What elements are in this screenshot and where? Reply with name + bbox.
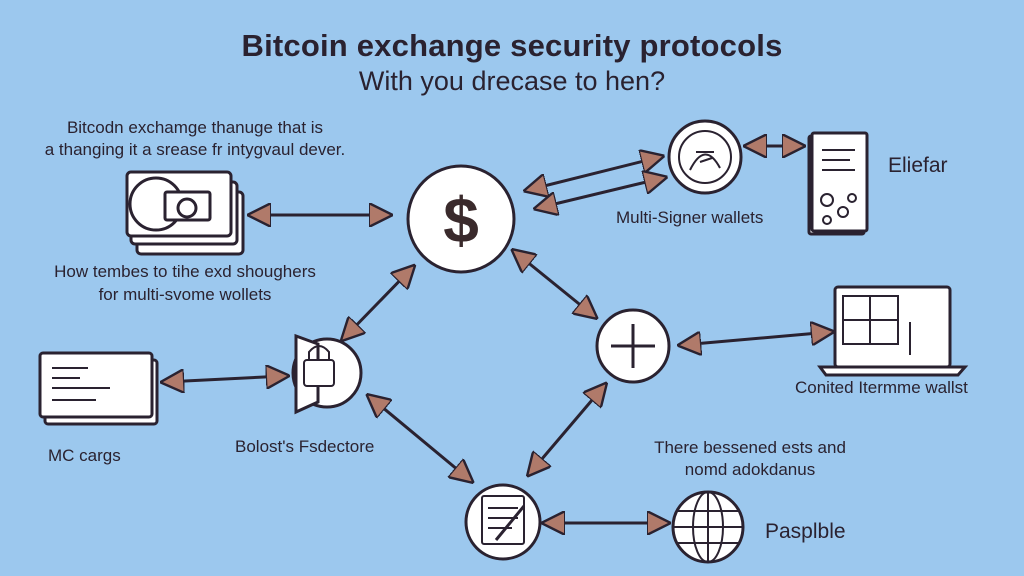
arrow-center-to-seal-2: [538, 178, 663, 208]
label-mc-cargs: MC cargs: [48, 446, 121, 465]
label-conited: Conited Itermme wallst: [795, 378, 968, 397]
arrow-card-to-lock: [165, 376, 285, 382]
arrow-center-to-seal-1: [528, 157, 660, 190]
padlock-node: [291, 333, 363, 415]
globe-node: [671, 490, 745, 564]
label-top-left-line2: a thanging it a srease fr intygvaul deve…: [44, 140, 346, 159]
card-icon: [38, 351, 159, 426]
page-title: Bitcoin exchange security protocols: [241, 28, 783, 63]
label-there-line2: nomd adokdanus: [684, 460, 816, 479]
arrow-center-to-lock: [344, 268, 412, 338]
seal-node: [667, 119, 743, 195]
label-bolost: Bolost's Fsdectore: [235, 437, 375, 456]
label-top-left-line1: Bitcodn exchamge thanuge that is: [66, 118, 324, 137]
ledger-node: [464, 483, 542, 561]
cash-wallet-icon: [125, 170, 245, 256]
arrow-plus-to-ledger: [530, 386, 604, 473]
document-icon: [807, 131, 869, 236]
laptop-icon: [817, 285, 969, 377]
label-mid-left-line1: How tembes to tihe exd shoughers: [54, 262, 316, 281]
label-pasplble: Pasplble: [765, 520, 846, 543]
dollar-node: $: [406, 164, 516, 274]
label-multi-signer: Multi-Signer wallets: [616, 208, 764, 227]
arrow-center-to-plus: [515, 252, 594, 316]
plus-node: [595, 308, 671, 384]
arrow-plus-to-laptop: [682, 332, 830, 345]
label-there-line1: There bessened ests and: [654, 438, 846, 457]
arrow-lock-to-ledger: [370, 397, 470, 480]
dollar-icon: $: [443, 184, 479, 256]
page-subtitle: With you drecase to hen?: [358, 66, 666, 96]
label-mid-left-line2: for multi-svome wollets: [98, 285, 272, 304]
label-eliefar: Eliefar: [888, 154, 948, 177]
